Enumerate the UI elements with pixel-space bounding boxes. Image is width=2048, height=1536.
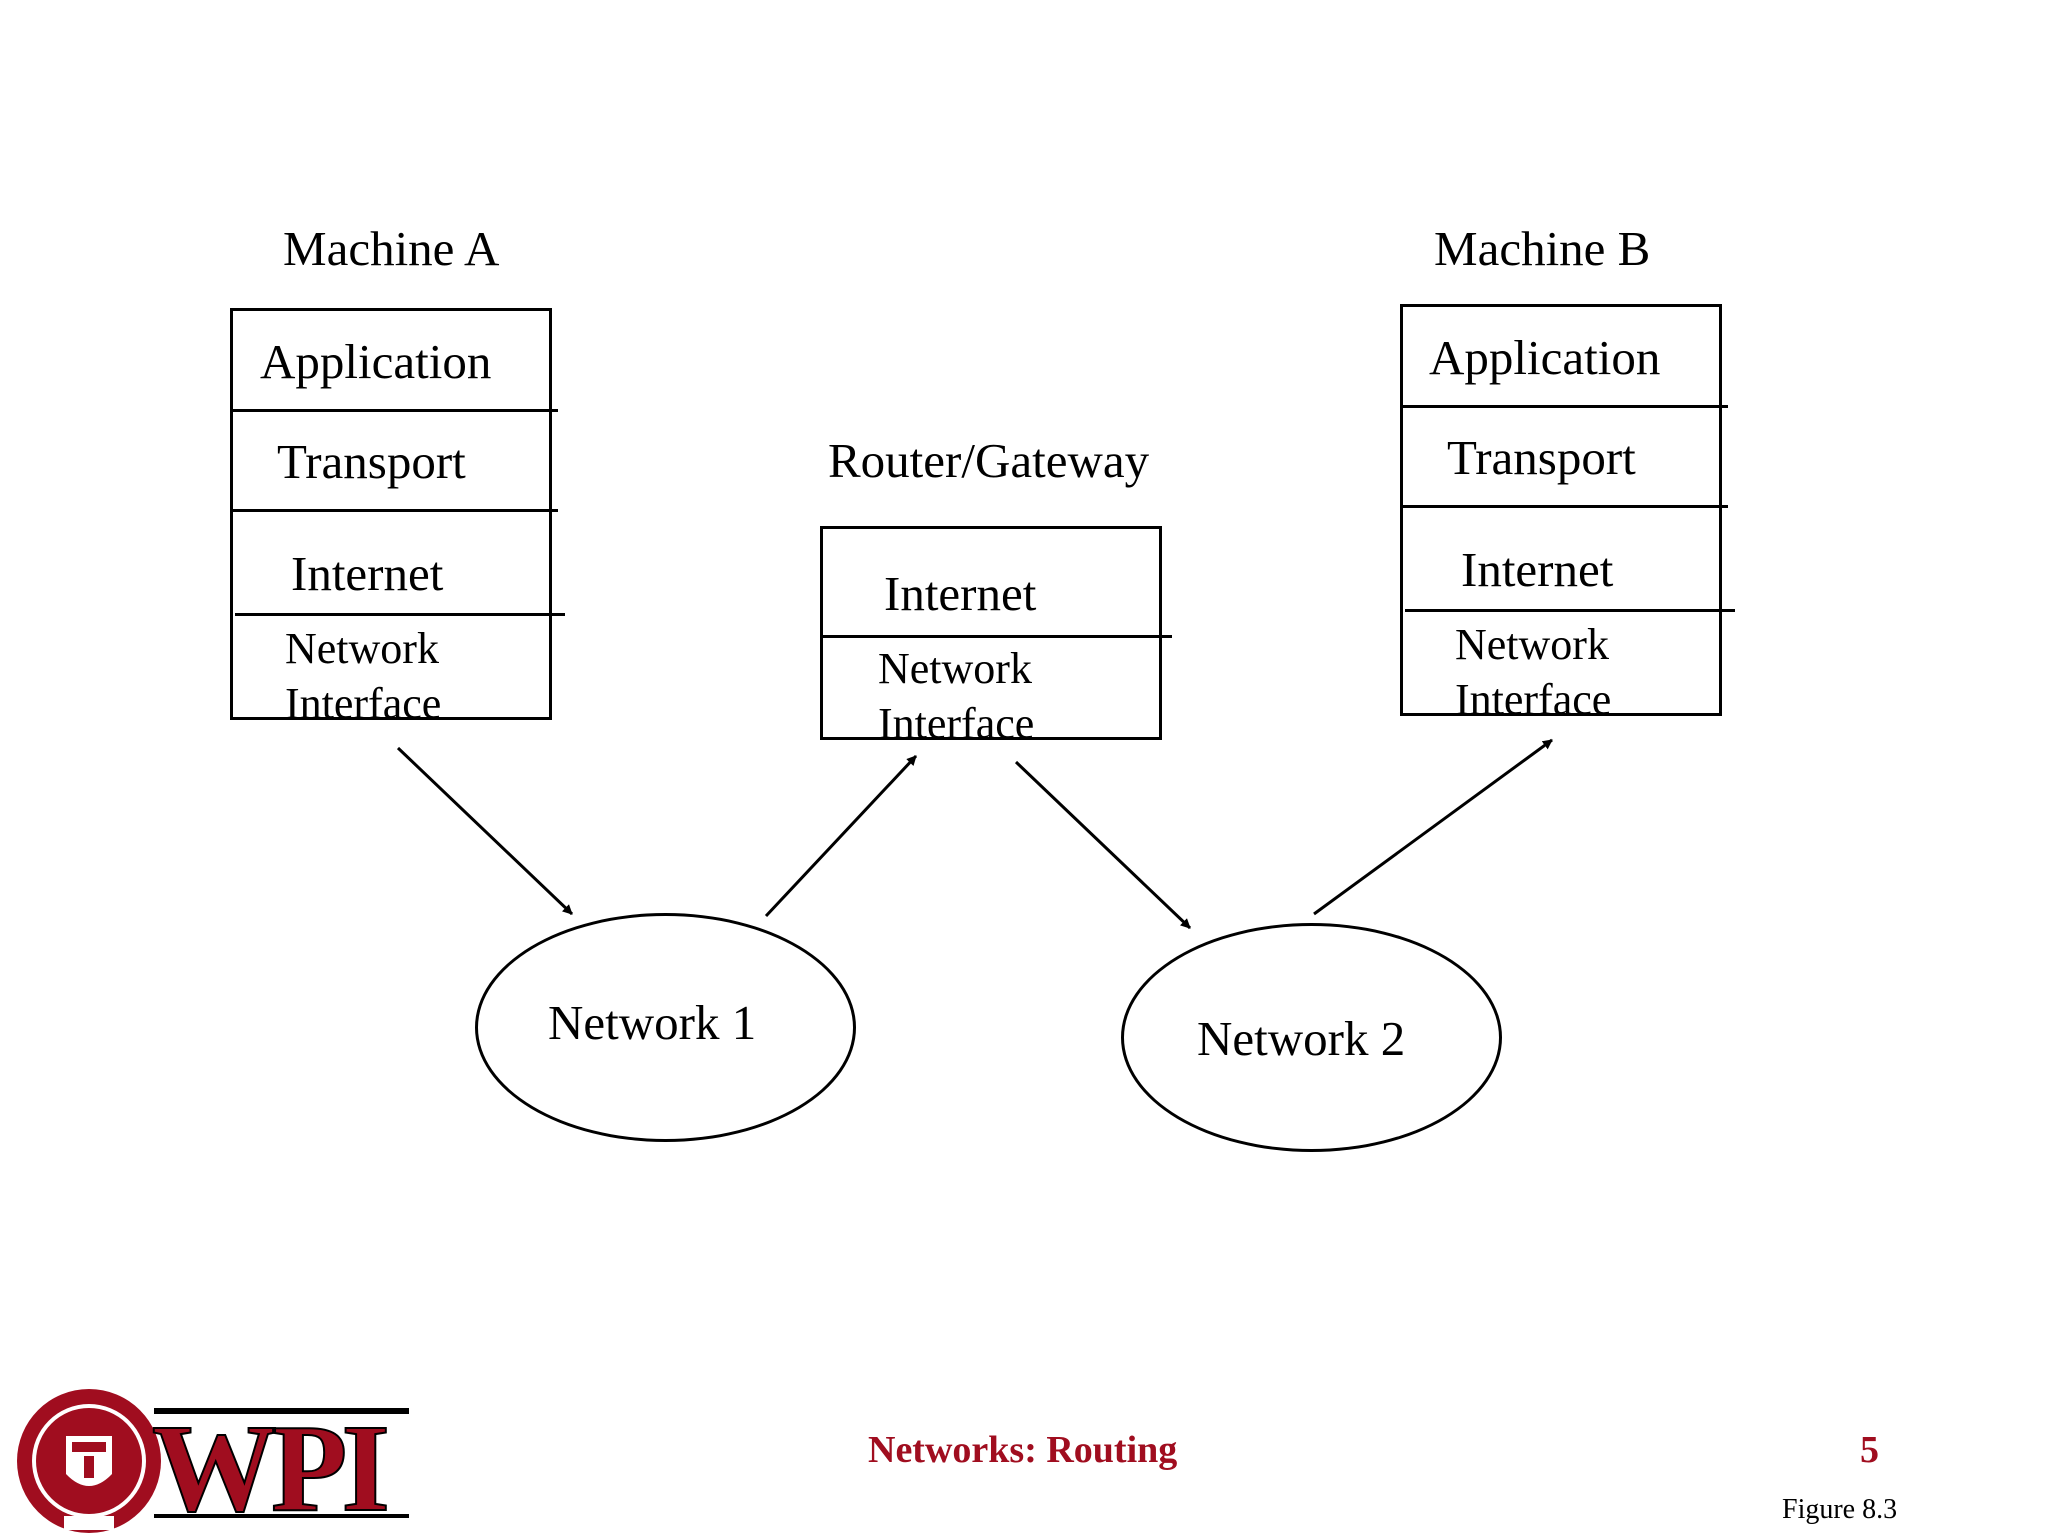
machine-a-divider	[230, 409, 558, 412]
wpi-logo-text: WPI	[152, 1400, 386, 1536]
machine-b-divider	[1400, 405, 1728, 408]
machine-b-stack: Application Transport Internet Network I…	[1400, 304, 1735, 724]
machine-a-application-layer: Application	[260, 334, 492, 389]
arrow-network-2-to-machine-b	[1313, 738, 1553, 916]
router-internet-layer: Internet	[884, 566, 1037, 621]
wpi-logo: WPI	[17, 1389, 409, 1536]
machine-a-divider	[230, 509, 558, 512]
router-stack: Internet Network Interface	[820, 526, 1172, 748]
network-1-label: Network 1	[548, 995, 757, 1050]
machine-a-internet-layer: Internet	[291, 546, 444, 601]
arrow-router-to-network-2	[1014, 760, 1192, 930]
machine-a-title: Machine A	[283, 221, 500, 276]
figure-caption: Figure 8.3	[1782, 1494, 1898, 1525]
router-divider	[820, 635, 1172, 638]
machine-a-divider	[235, 613, 565, 616]
machine-a-stack: Application Transport Internet Network I…	[230, 308, 565, 728]
machine-b-divider	[1400, 505, 1728, 508]
machine-b-divider	[1405, 609, 1735, 612]
router-network-interface-layer: Network Interface	[878, 644, 1035, 748]
footer-title: Networks: Routing	[868, 1429, 1178, 1471]
router-title: Router/Gateway	[828, 433, 1150, 488]
machine-a-transport-layer: Transport	[277, 434, 466, 489]
machine-a-network-interface-layer: Network Interface	[285, 624, 442, 728]
wpi-seal	[17, 1389, 161, 1533]
network-2-label: Network 2	[1197, 1011, 1406, 1066]
arrow-network-1-to-router	[764, 754, 918, 918]
page-number: 5	[1860, 1429, 1879, 1471]
machine-b-application-layer: Application	[1429, 330, 1661, 385]
arrow-machine-a-to-network-1	[396, 746, 574, 916]
machine-b-network-interface-layer: Network Interface	[1455, 620, 1612, 724]
network-1-ellipse	[475, 913, 856, 1142]
machine-b-internet-layer: Internet	[1461, 542, 1614, 597]
network-2-ellipse	[1121, 923, 1502, 1152]
machine-b-transport-layer: Transport	[1447, 430, 1636, 485]
machine-b-title: Machine B	[1434, 221, 1651, 276]
